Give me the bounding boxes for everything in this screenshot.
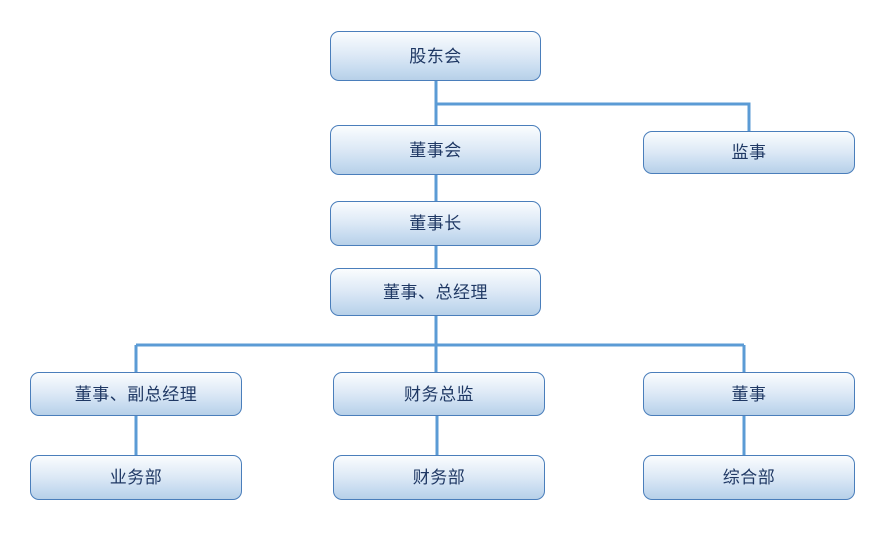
node-deputy-general-manager-label: 董事、副总经理 [74, 384, 198, 404]
node-finance-department[interactable]: 财务部 [333, 455, 545, 500]
node-shareholders[interactable]: 股东会 [330, 31, 541, 81]
node-board-of-directors[interactable]: 董事会 [330, 125, 541, 175]
node-business-department[interactable]: 业务部 [30, 455, 242, 500]
node-supervisor-label: 监事 [731, 143, 767, 162]
node-chairman-label: 董事长 [409, 214, 462, 233]
node-chairman[interactable]: 董事长 [330, 201, 541, 246]
node-general-manager[interactable]: 董事、总经理 [330, 268, 541, 316]
node-director[interactable]: 董事 [643, 372, 855, 416]
edge-shareholders-to-supervisor [436, 102, 751, 131]
node-general-affairs-department-label: 综合部 [722, 468, 776, 487]
node-finance-department-label: 财务部 [412, 468, 466, 487]
node-business-department-label: 业务部 [109, 468, 163, 487]
node-general-affairs-department[interactable]: 综合部 [643, 455, 855, 500]
node-cfo[interactable]: 财务总监 [333, 372, 545, 416]
node-shareholders-label: 股东会 [409, 46, 462, 66]
node-general-manager-label: 董事、总经理 [383, 282, 488, 302]
node-supervisor[interactable]: 监事 [643, 131, 855, 174]
node-deputy-general-manager[interactable]: 董事、副总经理 [30, 372, 242, 416]
node-cfo-label: 财务总监 [404, 384, 474, 404]
node-director-label: 董事 [731, 384, 767, 404]
node-board-of-directors-label: 董事会 [409, 140, 462, 160]
